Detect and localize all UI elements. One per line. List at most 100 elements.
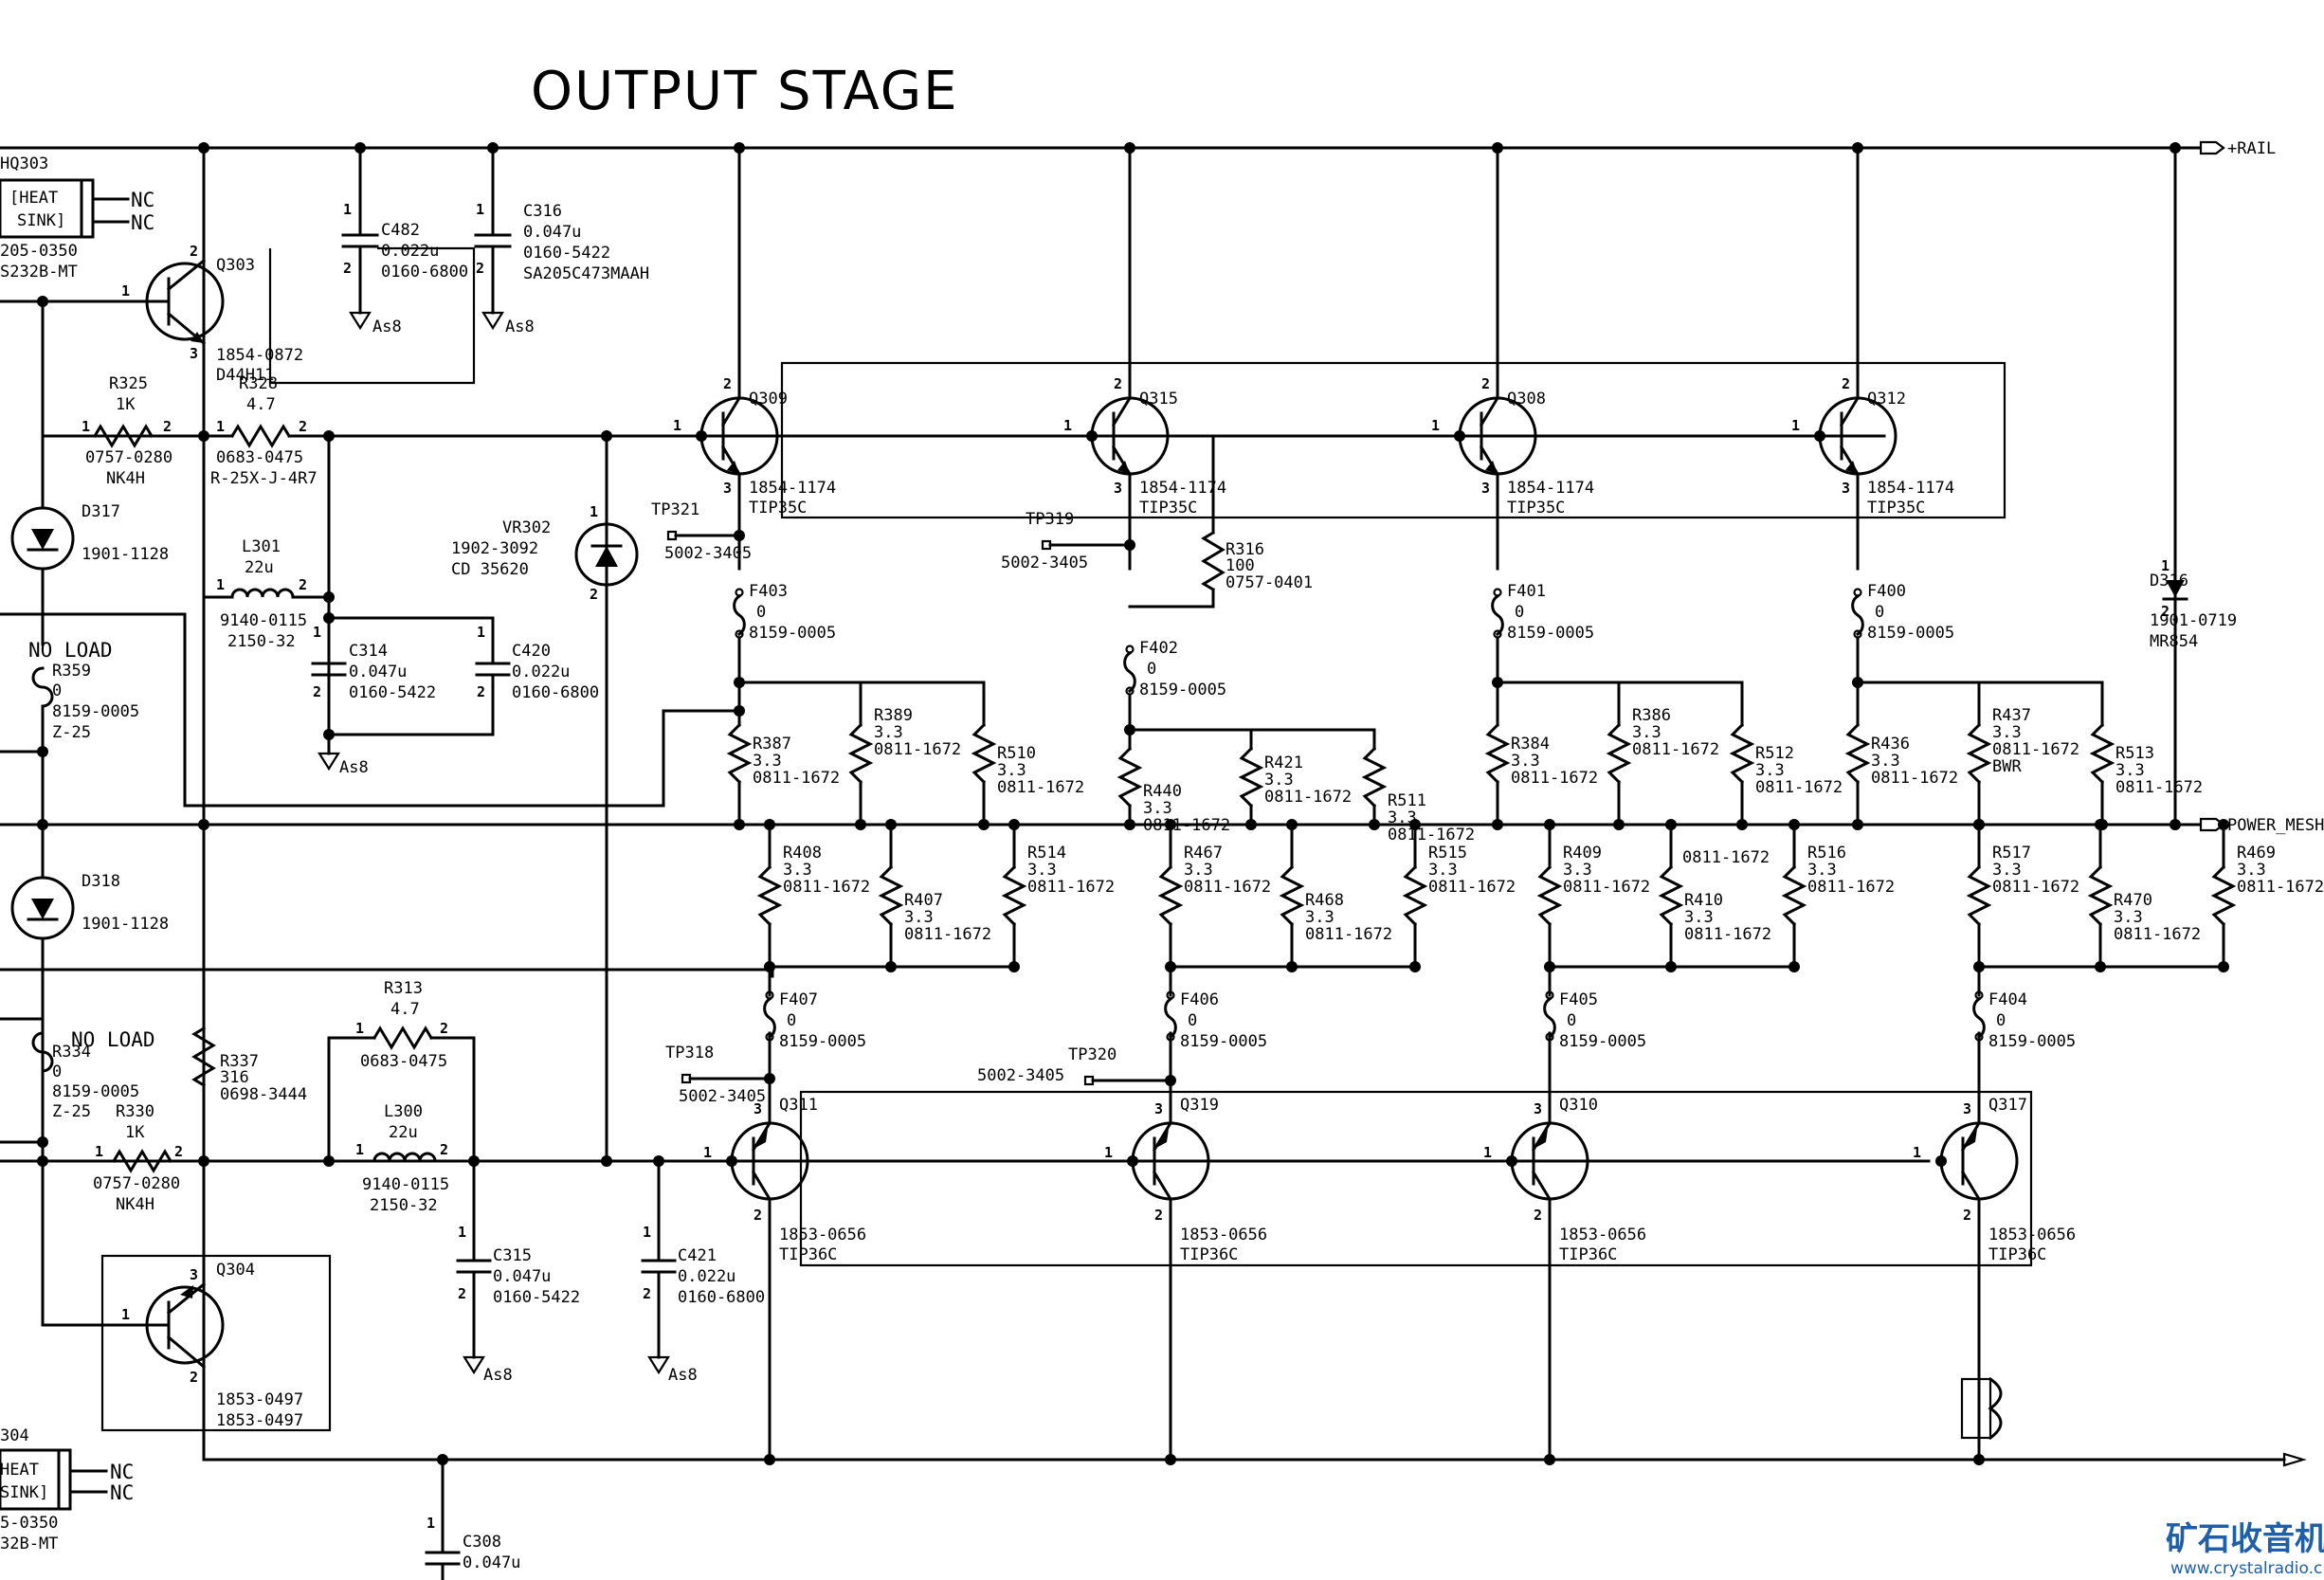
svg-text:0.047u: 0.047u: [493, 1267, 551, 1286]
svg-text:F401: F401: [1507, 582, 1546, 601]
resistor-r469: [2210, 823, 2237, 969]
svg-text:R330: R330: [116, 1102, 154, 1121]
npn-heatsink-outline: [780, 361, 2006, 519]
svg-text:R328: R328: [239, 374, 278, 393]
svg-text:NC: NC: [131, 189, 154, 211]
svg-text:Z-25: Z-25: [52, 1102, 91, 1121]
svg-text:0.022u: 0.022u: [678, 1267, 735, 1286]
svg-text:R389: R389: [874, 706, 913, 725]
svg-text:2150-32: 2150-32: [370, 1196, 438, 1215]
svg-text:R470: R470: [2114, 891, 2152, 910]
capacitor-c308: 1 C308 0.047u: [425, 1458, 520, 1580]
capacitor-c314: As8 1 2 C314 0.047u 0160-5422: [311, 616, 495, 777]
svg-text:Q319: Q319: [1180, 1096, 1219, 1115]
svg-text:1: 1: [1063, 417, 1072, 434]
svg-text:1853-0656: 1853-0656: [1180, 1226, 1267, 1244]
svg-text:0160-5422: 0160-5422: [349, 683, 436, 702]
svg-text:TIP36C: TIP36C: [1988, 1245, 2046, 1264]
svg-text:0: 0: [1515, 603, 1524, 622]
svg-text:C315: C315: [493, 1246, 532, 1265]
svg-text:3: 3: [1963, 1100, 1971, 1117]
svg-text:8159-0005: 8159-0005: [52, 1082, 139, 1101]
fuse-f402: [1123, 645, 1136, 696]
svg-text:1: 1: [643, 1224, 651, 1241]
svg-text:R511: R511: [1388, 791, 1426, 810]
fuse-f400: [1851, 588, 1864, 639]
svg-text:8159-0005: 8159-0005: [1867, 624, 1954, 643]
svg-text:C308: C308: [463, 1533, 501, 1552]
svg-text:1: 1: [703, 1144, 712, 1161]
svg-text:2: 2: [643, 1285, 651, 1302]
svg-text:2: 2: [343, 260, 352, 277]
svg-text:R-25X-J-4R7: R-25X-J-4R7: [210, 469, 318, 488]
svg-text:2: 2: [440, 1020, 448, 1037]
svg-text:R440: R440: [1143, 782, 1182, 801]
svg-text:MR854: MR854: [2150, 632, 2198, 651]
svg-text:1: 1: [673, 417, 681, 434]
svg-text:TIP36C: TIP36C: [1559, 1245, 1617, 1264]
svg-text:0811-1672: 0811-1672: [1264, 788, 1352, 807]
svg-text:1: 1: [343, 201, 352, 218]
svg-text:TP321: TP321: [651, 500, 699, 519]
svg-text:As8: As8: [505, 318, 535, 336]
svg-text:R410: R410: [1684, 891, 1723, 910]
svg-text:1: 1: [1483, 1144, 1492, 1161]
svg-text:R467: R467: [1184, 844, 1223, 863]
zener-vr302: 1 2 VR302 1902-3092 CD 35620: [451, 434, 639, 1163]
svg-text:8159-0005: 8159-0005: [1559, 1032, 1646, 1051]
svg-text:R468: R468: [1305, 891, 1344, 910]
svg-text:0.047u: 0.047u: [349, 663, 407, 681]
svg-text:3: 3: [1154, 1100, 1163, 1117]
svg-text:0811-1672: 0811-1672: [1428, 878, 1516, 897]
svg-text:0811-1672: 0811-1672: [1027, 878, 1115, 897]
svg-text:TP318: TP318: [665, 1044, 714, 1062]
resistor-r516: [1781, 823, 1807, 969]
svg-text:HQ303: HQ303: [0, 154, 48, 173]
resistor-r389: [847, 681, 874, 826]
svg-text:NC: NC: [110, 1481, 134, 1504]
resistor-r387: [726, 681, 753, 826]
svg-text:3.3: 3.3: [2237, 861, 2266, 880]
inductor-l301: 1 2 L301 22u 9140-0115 2150-32: [202, 434, 331, 736]
fuse-f407: [763, 990, 776, 1042]
svg-text:3.3: 3.3: [1428, 861, 1458, 880]
svg-text:3: 3: [753, 1100, 762, 1117]
svg-text:R407: R407: [904, 891, 943, 910]
svg-text:8159-0005: 8159-0005: [779, 1032, 866, 1051]
svg-text:S232B-MT: S232B-MT: [0, 263, 78, 281]
svg-text:0: 0: [787, 1011, 796, 1030]
svg-text:R512: R512: [1755, 744, 1794, 763]
svg-text:316: 316: [220, 1068, 249, 1087]
svg-text:1: 1: [1104, 1144, 1113, 1161]
svg-text:2: 2: [753, 1207, 762, 1224]
svg-text:1: 1: [1431, 417, 1440, 434]
svg-text:Q304: Q304: [216, 1261, 255, 1280]
svg-text:2: 2: [1481, 375, 1490, 392]
svg-text:3: 3: [1842, 480, 1850, 497]
svg-text:HEAT: HEAT: [0, 1461, 39, 1480]
svg-text:2: 2: [174, 1143, 183, 1160]
svg-text:8159-0005: 8159-0005: [749, 624, 836, 643]
svg-text:Q317: Q317: [1988, 1096, 2027, 1115]
svg-text:F404: F404: [1988, 990, 2027, 1009]
svg-text:1854-1174: 1854-1174: [1139, 479, 1226, 498]
svg-text:3.3: 3.3: [2115, 761, 2145, 780]
misc-bracket: [1960, 1376, 2003, 1441]
svg-text:0811-1672: 0811-1672: [874, 740, 961, 759]
resistor-r325: 1 2 R325 1K 0757-0280 NK4H: [41, 374, 206, 488]
svg-text:2: 2: [2161, 603, 2170, 620]
svg-text:1: 1: [476, 201, 484, 218]
rail-net-label: +RAIL: [2227, 139, 2276, 158]
svg-text:TP320: TP320: [1068, 1045, 1117, 1064]
svg-text:3: 3: [1114, 480, 1122, 497]
svg-text:As8: As8: [668, 1366, 698, 1385]
svg-text:2: 2: [163, 418, 172, 435]
pnp-heatsink-outline: [799, 1090, 2033, 1267]
heatsink-top: HQ303 [HEAT SINK] NC NC 205-0350 S232B-M…: [0, 154, 154, 281]
svg-text:8159-0005: 8159-0005: [1139, 681, 1226, 699]
